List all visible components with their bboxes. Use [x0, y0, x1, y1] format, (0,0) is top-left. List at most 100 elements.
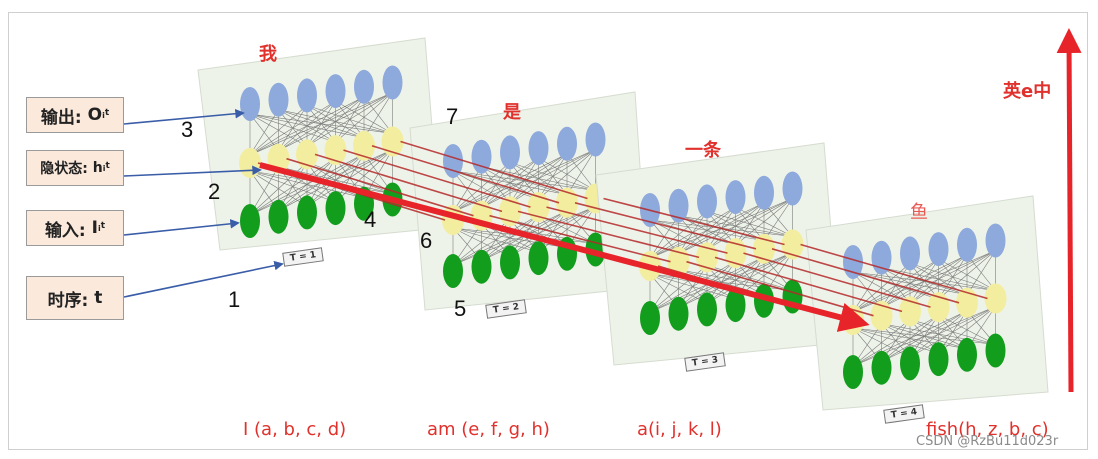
hidden-node [353, 130, 375, 161]
input-node [697, 292, 717, 327]
timestep-panel-4 [805, 195, 1049, 411]
legend-output-sub: i [102, 110, 105, 120]
vertical-arrow [1056, 28, 1082, 393]
output-node [297, 78, 317, 113]
output-node [325, 74, 346, 109]
legend-output-sup: t [104, 108, 110, 118]
recurrent-line [400, 140, 588, 200]
output-node [528, 131, 549, 166]
recurrent-line [771, 248, 960, 304]
recurrent-line [517, 210, 700, 259]
input-node [240, 204, 260, 238]
input-node [325, 191, 346, 226]
input-node [640, 301, 660, 335]
legend-input-sub: i [98, 223, 101, 233]
hidden-node [870, 300, 893, 331]
hidden-node [381, 126, 404, 157]
input-node [871, 350, 892, 385]
input-node [843, 355, 863, 389]
input-node [500, 245, 520, 280]
panel-background [805, 195, 1049, 411]
pointer-hidden [123, 165, 262, 177]
pointer-time [123, 260, 284, 298]
hidden-node [296, 139, 318, 170]
input-node [268, 199, 289, 234]
output-node [900, 236, 920, 271]
output-node [985, 223, 1006, 258]
step-number-6: 6 [420, 228, 433, 253]
output-node [957, 227, 977, 262]
input-node [754, 283, 774, 318]
legend-time-label: 时序: [47, 290, 89, 311]
output-node [240, 87, 260, 121]
output-node [754, 175, 774, 210]
input-node [297, 195, 317, 230]
recurrent-line [800, 243, 988, 300]
legend-hidden-symbol: h [92, 160, 103, 176]
panel-background [197, 37, 441, 251]
legend-time: 时序: t [26, 276, 124, 320]
legend-output-symbol: O [87, 105, 103, 125]
output-node [697, 184, 717, 219]
input-node [900, 346, 920, 381]
legend-input-symbol: I [91, 218, 98, 238]
hidden-node [239, 148, 261, 178]
time-flow-arrow [259, 162, 870, 332]
output-word-2: 是 [503, 102, 521, 123]
legend-output-label: 输出: [40, 107, 82, 128]
output-node [354, 69, 374, 104]
timestep-panel-1 [197, 37, 441, 251]
output-node [928, 232, 949, 267]
hidden-node [324, 135, 347, 166]
input-phrase-4: fish(h, z, b, c) [926, 419, 1049, 440]
output-node [668, 188, 689, 223]
output-node [782, 171, 803, 206]
output-node [500, 135, 520, 170]
output-node [585, 122, 606, 157]
output-node [725, 180, 746, 215]
step-number-7: 7 [446, 104, 459, 129]
hidden-node [899, 296, 921, 327]
output-node [382, 65, 403, 100]
hidden-node [956, 287, 978, 318]
recurrent-line [314, 153, 503, 213]
input-node [443, 254, 463, 288]
legend-hidden-sub: i [102, 163, 106, 173]
output-word-3: 一条 [685, 140, 721, 161]
recurrent-line [574, 202, 757, 250]
timestep-panels [197, 37, 1049, 411]
recurrent-line [546, 206, 728, 254]
input-node [471, 249, 492, 284]
input-node [928, 342, 949, 377]
step-number-2: 2 [208, 179, 221, 204]
output-node [557, 126, 577, 161]
recurrent-line [489, 214, 671, 263]
legend-input-label: 输入: [44, 220, 86, 241]
input-node [668, 296, 689, 331]
hidden-node [781, 229, 804, 260]
annotation-arrows [123, 28, 1082, 393]
step-number-1: 1 [228, 287, 241, 312]
input-phrase-1: I (a, b, c, d) [243, 419, 347, 440]
recurrent-line [371, 145, 560, 204]
legend-hidden-label: 隐状态: [40, 161, 88, 177]
timestep-panel-3 [595, 142, 841, 366]
legend-input-sup: t [100, 221, 106, 231]
input-phrase-2: am (e, f, g, h) [427, 419, 550, 440]
input-node [725, 288, 746, 323]
step-number-3: 3 [181, 117, 194, 142]
legend-hidden-sup: t [105, 161, 110, 171]
recurrent-line [343, 149, 531, 208]
input-node [528, 241, 549, 276]
recurrent-line [603, 197, 785, 246]
output-word-4: 鱼 [910, 202, 928, 223]
hidden-node [984, 283, 1007, 314]
output-word-1: 我 [259, 44, 277, 65]
input-node [957, 337, 977, 372]
recurrent-line [743, 252, 931, 308]
pointer-output [123, 108, 245, 125]
